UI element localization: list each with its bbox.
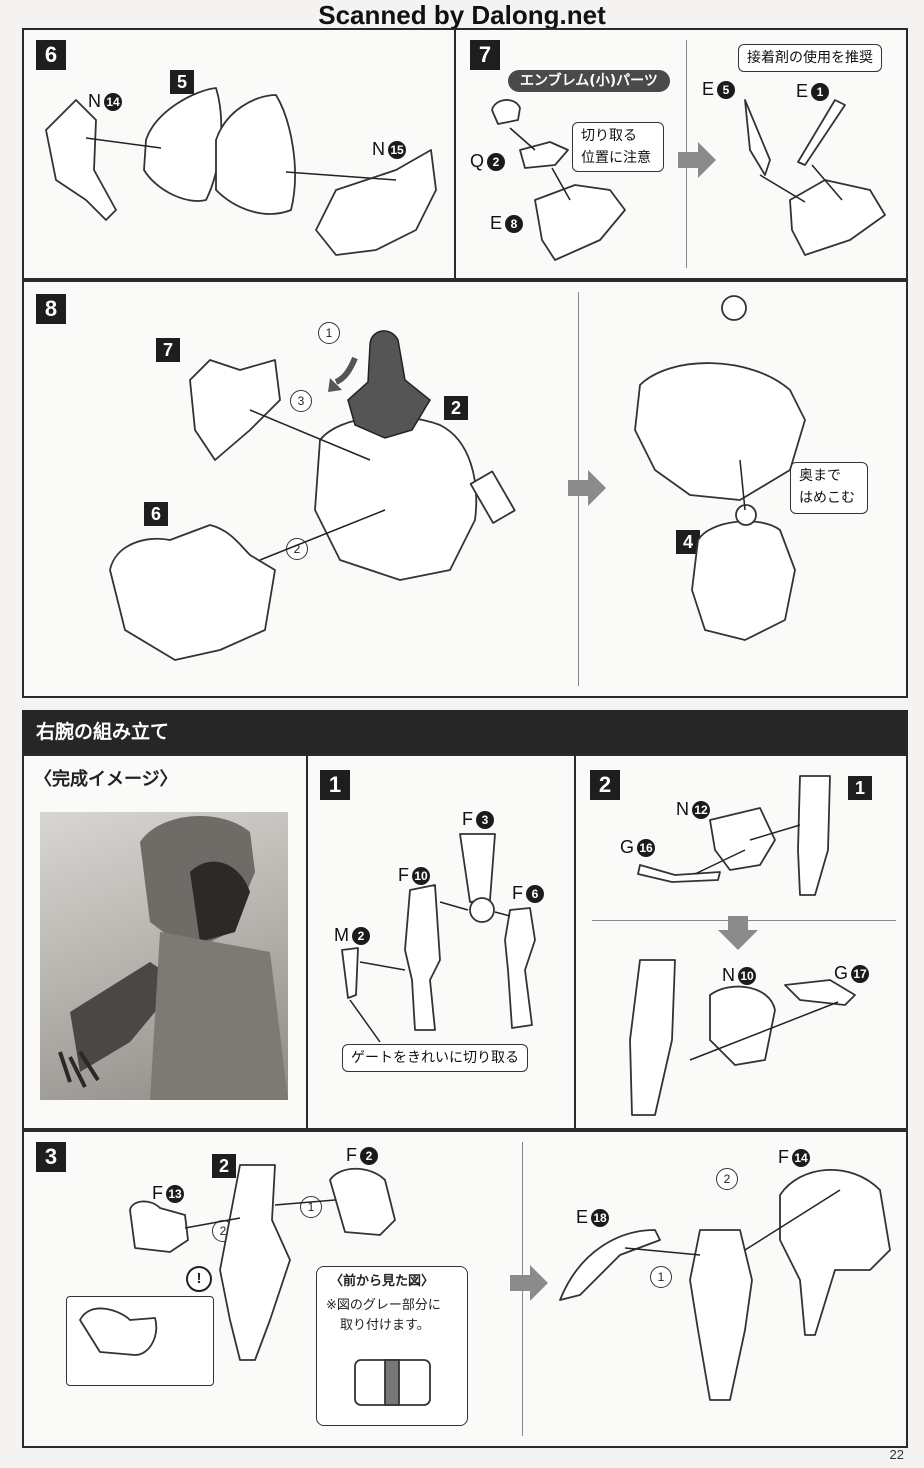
part-6-box: 6 [144, 502, 168, 526]
front-view-title: 〈前から見た図〉 [330, 1274, 435, 1289]
step-6-number: 6 [36, 40, 66, 70]
arm-step-3-parts-illustration [79, 1164, 891, 1406]
push-callout-line-2: はめこむ [799, 490, 855, 506]
order-3: 3 [290, 390, 312, 412]
part-2-box: 2 [444, 396, 468, 420]
right-arm-section-bar [22, 710, 908, 754]
step-7-parts-illustration [491, 99, 886, 261]
arm-part-1-box: 1 [848, 776, 872, 800]
preview-label: 〈完成イメージ〉 [34, 769, 178, 790]
part-5-box: 5 [170, 70, 194, 94]
divider-6-7 [454, 28, 456, 280]
caution-icon-1: ! [186, 1266, 212, 1292]
cut-position-callout: 切り取る 位置に注意 [572, 122, 664, 172]
preview-image [40, 812, 288, 1100]
order-1: 1 [318, 322, 340, 344]
push-in-fully-callout: 奥まで はめこむ [790, 462, 868, 514]
step-7-number: 7 [470, 40, 500, 70]
scan-credit: Scanned by Dalong.net [318, 0, 606, 30]
arm-step-2-number: 2 [590, 770, 620, 800]
arm3-part-2-box: 2 [212, 1154, 236, 1178]
right-arm-section-title: 右腕の組み立て [36, 721, 170, 743]
step-8-number: 8 [36, 294, 66, 324]
arm3-order-1-right: 1 [650, 1266, 672, 1288]
arm-step-1-number: 1 [320, 770, 350, 800]
front-view-note-line-1: ※図のグレー部分に [326, 1298, 441, 1313]
step-8-parts-illustration [109, 295, 806, 661]
arm-step-2-parts-illustration [629, 775, 856, 1116]
arm-step-3-number: 3 [36, 1142, 66, 1172]
arm-step-1-parts-illustration [341, 833, 536, 1043]
push-callout-line-1: 奥まで [799, 468, 841, 484]
emblem-small-parts-pill: エンブレム(小)パーツ [508, 70, 670, 92]
divider-a1-a2 [574, 754, 576, 1130]
callout-line-2: 位置に注意 [581, 150, 651, 166]
adhesive-callout: 接着剤の使用を推奨 [738, 44, 882, 72]
front-view-note-line-2: 取り付けます。 [340, 1318, 430, 1333]
part-7-box: 7 [156, 338, 180, 362]
arm3-order-2-right: 2 [716, 1168, 738, 1190]
gate-cut-callout: ゲートをきれいに切り取る [342, 1044, 528, 1072]
page-number: 22 [889, 1447, 904, 1462]
divider-preview-a1 [306, 754, 308, 1130]
callout-line-1: 切り取る [581, 128, 637, 144]
step-6-parts-illustration [45, 87, 437, 256]
